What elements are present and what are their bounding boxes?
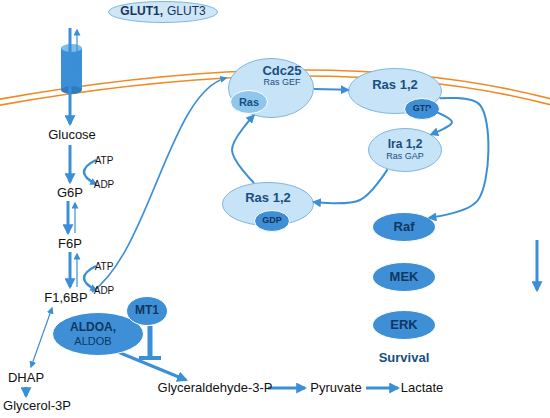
reverse-arrow (76, 254, 77, 287)
kinase-ellipse: MEK (372, 262, 436, 292)
reaction-arrow (268, 387, 305, 390)
ras-gdp-ellipse: Ras 1,2GDP (222, 182, 314, 226)
node-text: Ras 1,2 (372, 78, 418, 92)
gtp-circle: GTP (404, 98, 440, 120)
metabolite-label: Pyruvate (310, 381, 361, 395)
cofactor-label: ADP (94, 179, 115, 190)
reaction-arrow (69, 252, 72, 287)
node-text: ERK (390, 318, 417, 332)
metabolite-label: Glycerol-3P (3, 399, 71, 413)
kinase-ellipse: ERK (372, 310, 436, 340)
decrease-arrow (536, 240, 539, 290)
signaling-arrow (426, 108, 452, 134)
reaction-arrow (67, 201, 70, 233)
node-text: Raf (394, 220, 415, 234)
node-shape (223, 183, 314, 226)
ras-ellipse: Ras (230, 90, 268, 114)
kinase-ellipse: Raf (372, 212, 436, 242)
gdp-circle: GDP (254, 210, 290, 232)
node-text: Ras (239, 96, 259, 108)
reaction-arrow (366, 387, 398, 390)
metabolite-label: DHAP (8, 371, 44, 385)
reverse-arrow (74, 203, 75, 233)
efflux-arrow (76, 30, 77, 72)
signaling-arrow (314, 88, 348, 91)
node-text: MEK (390, 270, 419, 284)
node-text: GLUT3 (167, 5, 206, 18)
node-shape (373, 311, 436, 340)
node-shape (255, 211, 290, 232)
node-shape (405, 99, 440, 120)
reversible-arrow (31, 308, 52, 367)
metabolite-label: Lactate (401, 381, 444, 395)
node-shape (373, 263, 436, 292)
uptake-arrow (69, 28, 72, 124)
signaling-arrow (314, 169, 388, 203)
inhibition-bar (139, 356, 161, 360)
cofactor-label: ADP (94, 285, 115, 296)
signaling-arrow (232, 115, 254, 183)
reaction-arrow (69, 145, 72, 182)
metabolite-label: Glyceraldehyde-3-P (158, 381, 273, 395)
node-text: Ira 1,2 (388, 138, 423, 151)
metabolite-label: F6P (58, 237, 82, 251)
node-text: GLUT1, (120, 5, 163, 18)
node-shape (231, 91, 268, 114)
node-text: Ras 1,2 (245, 191, 291, 205)
cofactor-label: ATP (95, 261, 114, 272)
node-shape (349, 69, 442, 114)
node-shape (229, 59, 314, 118)
node-shape (369, 129, 442, 172)
outcome-label: Survival (379, 351, 430, 365)
ras-gtp-ellipse: Ras 1,2GTP (348, 68, 442, 114)
metabolite-label: G6P (57, 186, 83, 200)
reaction-arrow (25, 387, 28, 396)
node-shape (373, 213, 436, 242)
transporter-label: GLUT1, GLUT3 (108, 1, 218, 23)
gap-ellipse: Ira 1,2Ras GAP (368, 128, 442, 172)
node-text: Ras GAP (386, 152, 424, 162)
activation-arrow (92, 78, 226, 292)
node-text: GTP (413, 104, 432, 114)
node-text: ALDOA, (70, 321, 116, 334)
node-text: ALDOB (74, 335, 111, 347)
inhibition-stem (148, 326, 153, 356)
reaction-arrow (118, 352, 186, 380)
node-shape (127, 297, 168, 326)
cofactor-label: ATP (95, 155, 114, 166)
inhibitor-ellipse: MT1 (126, 296, 168, 326)
node-text: Cdc25 (262, 64, 301, 78)
node-text: Ras GEF (263, 78, 300, 88)
node-shape (109, 2, 218, 23)
node-text: MT1 (135, 304, 159, 317)
signaling-arrow (429, 98, 488, 218)
metabolite-label: Glucose (48, 128, 96, 142)
node-text: GDP (262, 216, 282, 226)
gef-blob: Cdc25Ras GEF Ras (228, 58, 314, 118)
metabolite-label: F1,6BP (44, 291, 87, 305)
